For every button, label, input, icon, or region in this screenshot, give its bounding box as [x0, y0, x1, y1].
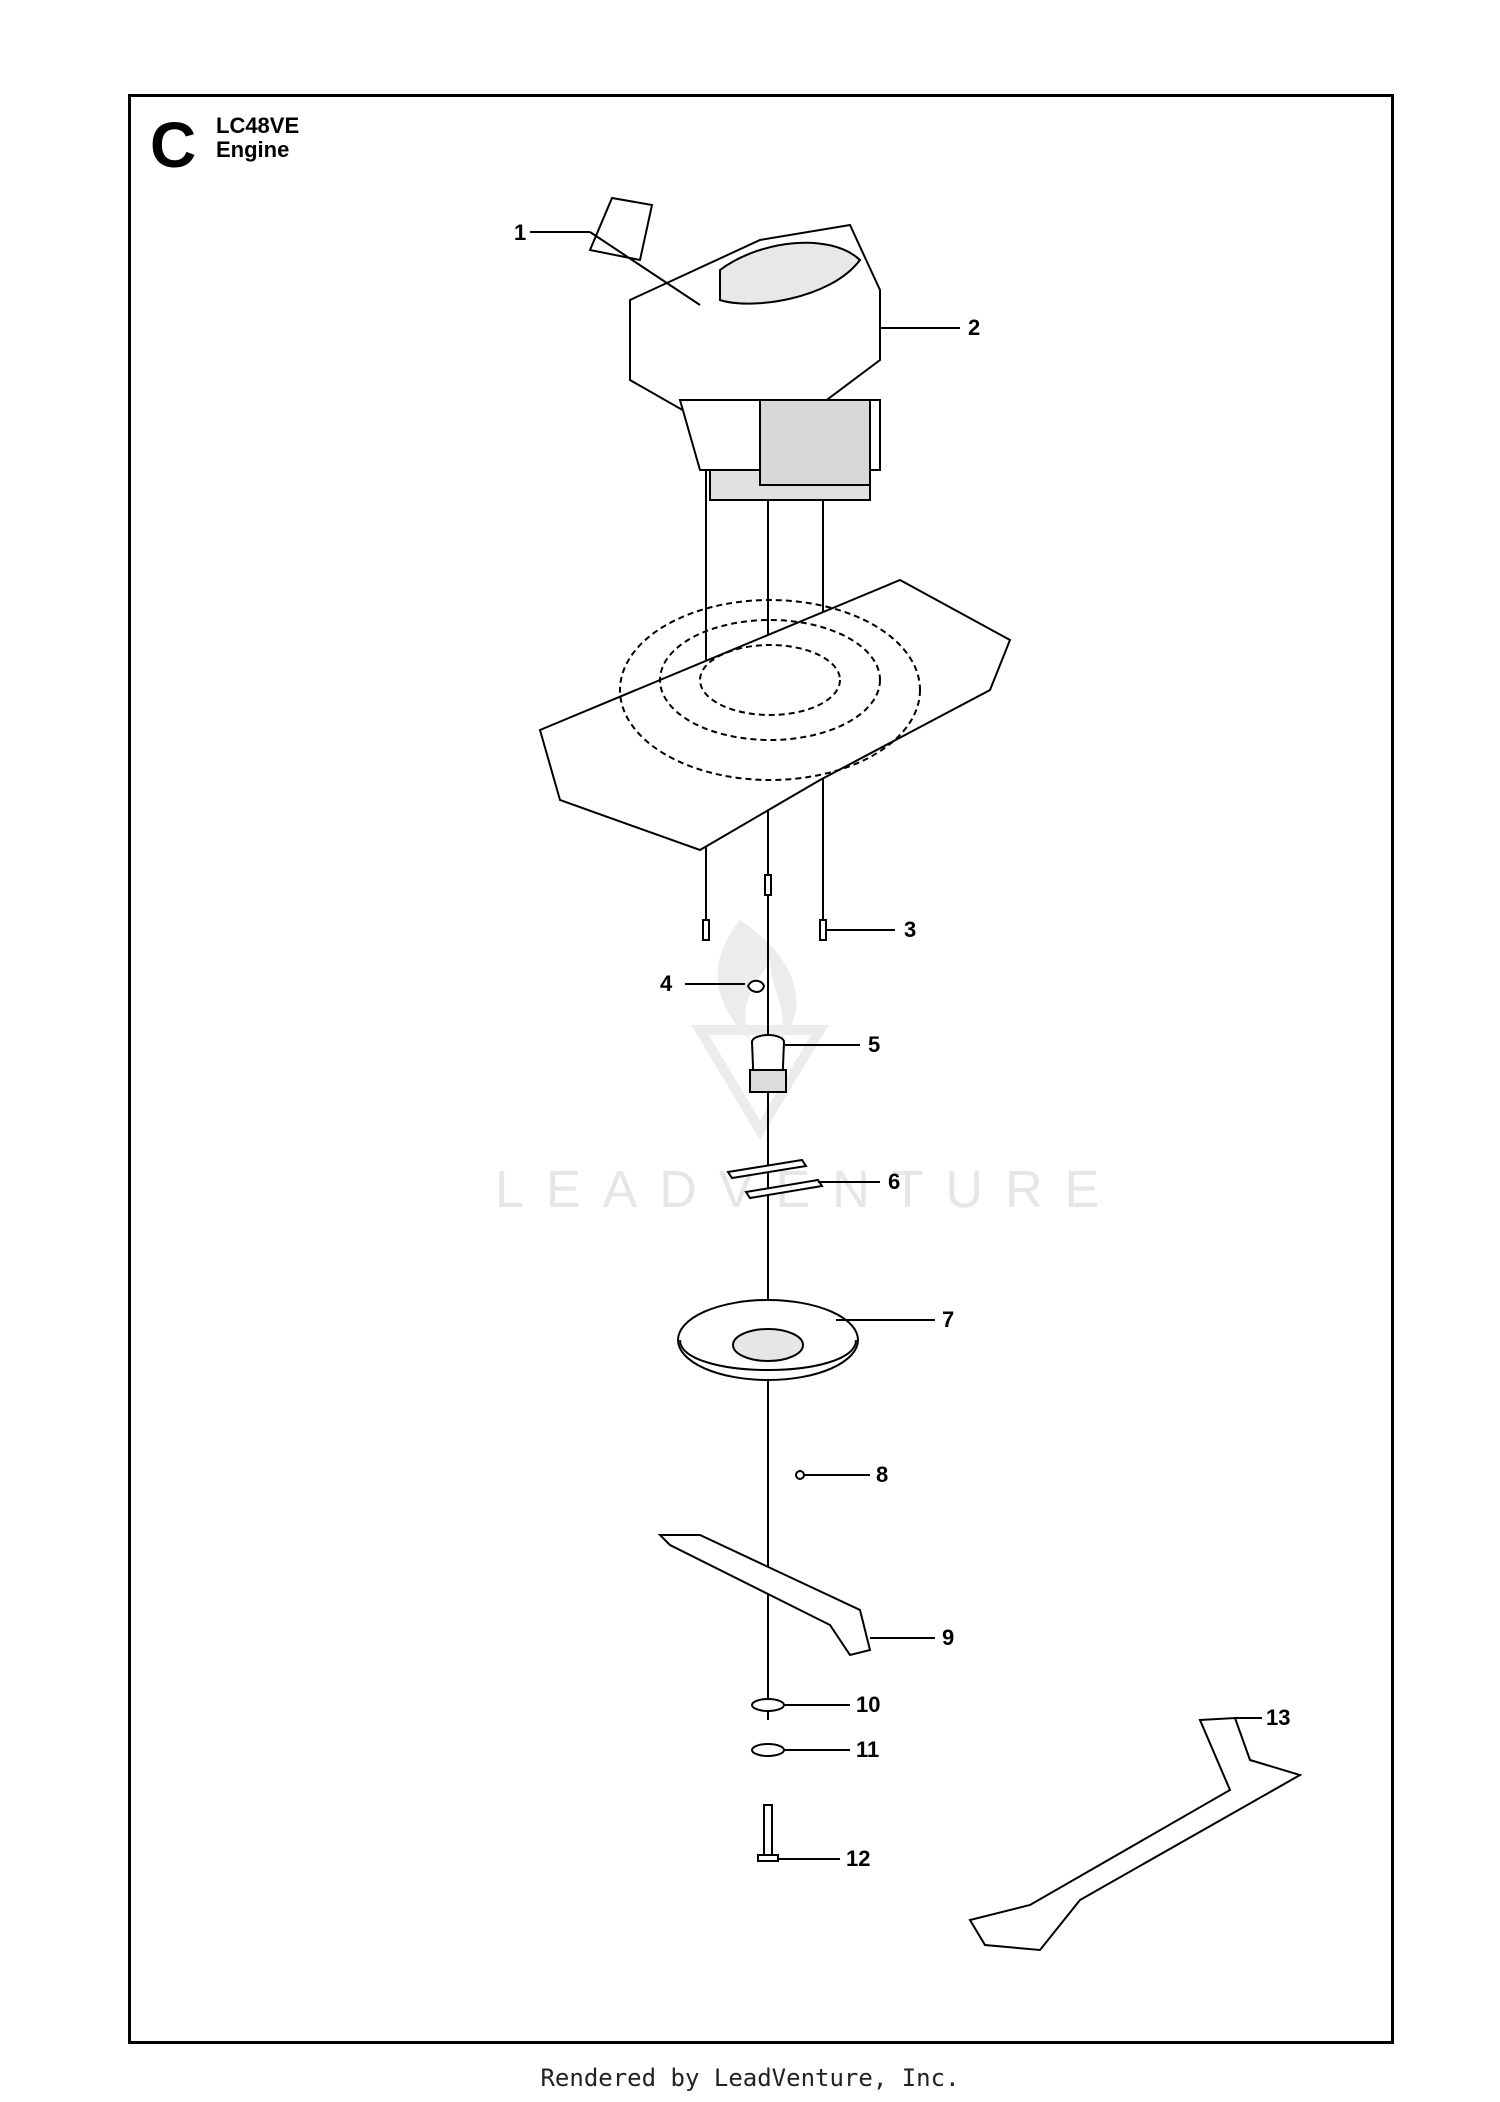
callout-1: 1: [514, 220, 527, 245]
callout-5: 5: [868, 1032, 881, 1057]
callout-13: 13: [1266, 1705, 1291, 1730]
model-name: LC48VE: [216, 113, 300, 138]
mulching-blade: [968, 1716, 1303, 1952]
mower-deck: [538, 578, 1012, 852]
callout-12: 12: [846, 1846, 871, 1871]
carrier-screw: [795, 1470, 805, 1480]
diagram-frame: [128, 94, 1394, 2044]
callout-7: 7: [942, 1307, 955, 1332]
callout-8: 8: [876, 1462, 889, 1487]
blade-adapter: [749, 1034, 787, 1093]
callout-11: 11: [856, 1737, 880, 1762]
key-plates: [726, 1158, 824, 1200]
blade-carrier: [677, 1299, 859, 1381]
lock-washer: [751, 1743, 785, 1757]
callout-4: 4: [660, 971, 673, 996]
diagram-title: Engine: [216, 137, 290, 162]
callout-6: 6: [888, 1169, 901, 1194]
engine-screws: [702, 874, 827, 941]
callout-3: 3: [904, 917, 917, 942]
engine-decal: [588, 196, 654, 262]
callout-9: 9: [942, 1625, 955, 1650]
footer-credit: Rendered by LeadVenture, Inc.: [540, 2064, 960, 2092]
callout-2: 2: [968, 315, 981, 340]
watermark-logo: [691, 920, 829, 1140]
callout-10: 10: [856, 1692, 881, 1717]
mower-blade: [657, 1534, 872, 1657]
washer: [751, 1698, 785, 1712]
engine: [629, 223, 881, 501]
shaft-key: [746, 979, 766, 993]
section-letter: C: [150, 109, 197, 181]
blade-bolt: [757, 1804, 779, 1862]
